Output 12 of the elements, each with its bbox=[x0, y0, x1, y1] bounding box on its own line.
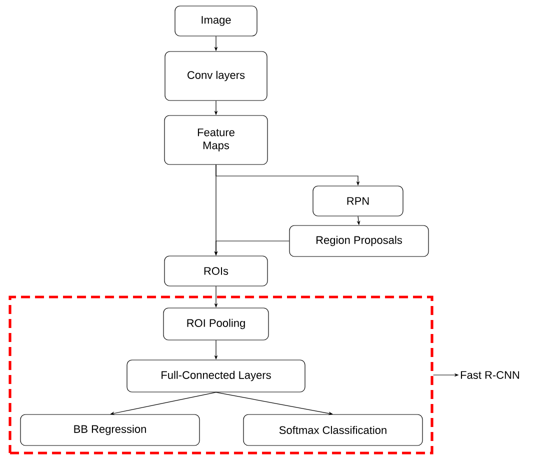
process-box: Full-Connected Layers bbox=[126, 360, 306, 392]
process-box: Softmax Classification bbox=[243, 414, 423, 446]
process-box: Feature Maps bbox=[164, 115, 268, 165]
process-box: BB Regression bbox=[20, 414, 200, 446]
process-box: Image bbox=[174, 6, 258, 36]
text-label: Fast R-CNN bbox=[460, 371, 520, 379]
dashed-region bbox=[8, 296, 434, 454]
process-box: Region Proposals bbox=[289, 225, 429, 257]
process-box: RPN bbox=[312, 186, 404, 216]
process-box: Conv layers bbox=[164, 51, 268, 101]
process-box: ROI Pooling bbox=[163, 308, 269, 340]
process-box: ROIs bbox=[164, 256, 268, 286]
